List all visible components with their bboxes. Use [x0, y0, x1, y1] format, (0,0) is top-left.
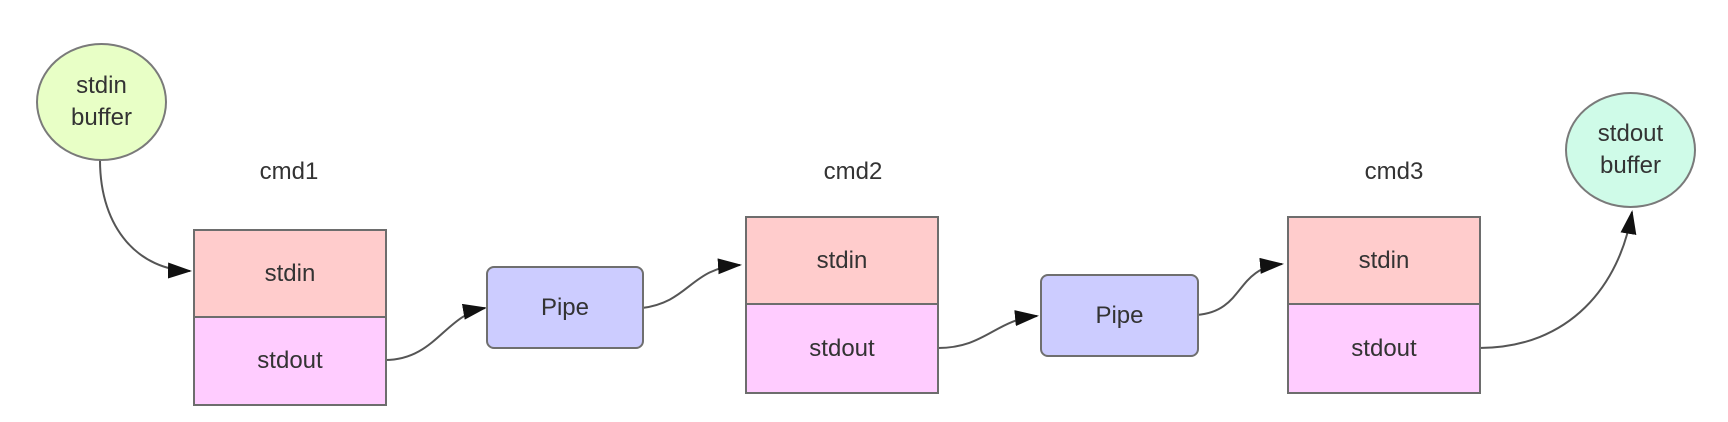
- arrow-cmd1-stdout-to-pipe1: [384, 303, 487, 361]
- stdin-buffer-node: stdin buffer: [36, 43, 167, 161]
- cmd2-stdout-box: stdout: [745, 303, 939, 394]
- pipe2-box: Pipe: [1040, 274, 1199, 357]
- stdout-buffer-node: stdout buffer: [1565, 92, 1696, 208]
- cmd2-stdin-box: stdin: [745, 216, 939, 305]
- cmd1-label: cmd1: [259, 158, 319, 185]
- cmd1-stdout-box: stdout: [193, 316, 387, 406]
- arrow-pipe1-to-cmd2-stdin: [641, 258, 742, 309]
- arrow-pipe2-to-cmd3-stdin: [1196, 257, 1284, 316]
- cmd3-stdout-box: stdout: [1287, 303, 1481, 394]
- cmd2-label: cmd2: [823, 158, 883, 185]
- cmd1-stdin-box: stdin: [193, 229, 387, 318]
- cmd3-stdin-box: stdin: [1287, 216, 1481, 305]
- arrow-cmd2-stdout-to-pipe2: [937, 310, 1039, 349]
- cmd3-label: cmd3: [1364, 158, 1424, 185]
- arrow-cmd3-stdout-to-stdout-buffer: [1478, 210, 1637, 349]
- arrow-stdin-buffer-to-cmd1-stdin: [99, 159, 192, 279]
- pipe1-box: Pipe: [486, 266, 644, 349]
